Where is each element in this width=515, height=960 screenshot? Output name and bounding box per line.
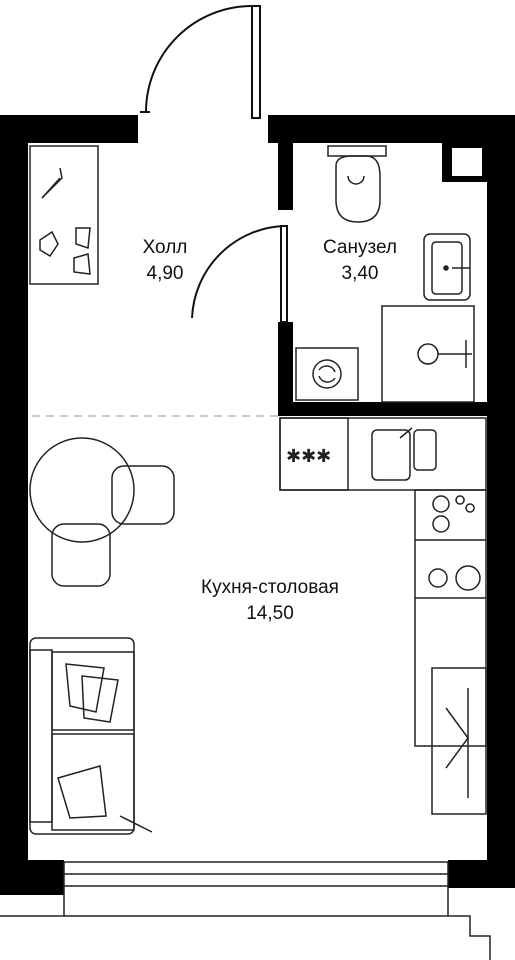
washbasin: [423, 233, 471, 301]
washing-machine: [295, 347, 359, 401]
room-area: 3,40: [341, 263, 379, 284]
room-label-bathroom: Санузел 3,40: [300, 235, 420, 287]
svg-text:✱✱✱: ✱✱✱: [286, 446, 331, 467]
balcony: [0, 861, 491, 960]
kitchen-counters: ✱✱✱: [279, 417, 487, 747]
cabinet: [431, 667, 487, 815]
toilet: [327, 145, 387, 223]
room-area: 4,90: [146, 263, 184, 284]
shaft: [452, 148, 482, 176]
dining-set: [29, 437, 175, 587]
walls: [0, 115, 515, 895]
sofa: [29, 637, 153, 835]
room-name: Холл: [142, 237, 188, 258]
room-label-hall: Холл 4,90: [120, 235, 210, 287]
bathroom-door: [191, 225, 288, 323]
entrance-door: [140, 5, 261, 119]
room-label-kitchen: Кухня-столовая 14,50: [170, 575, 370, 627]
room-name: Санузел: [322, 237, 397, 258]
room-area: 14,50: [246, 603, 294, 624]
room-name: Кухня-столовая: [201, 577, 339, 598]
wardrobe: [29, 145, 99, 285]
shower: [381, 305, 475, 403]
